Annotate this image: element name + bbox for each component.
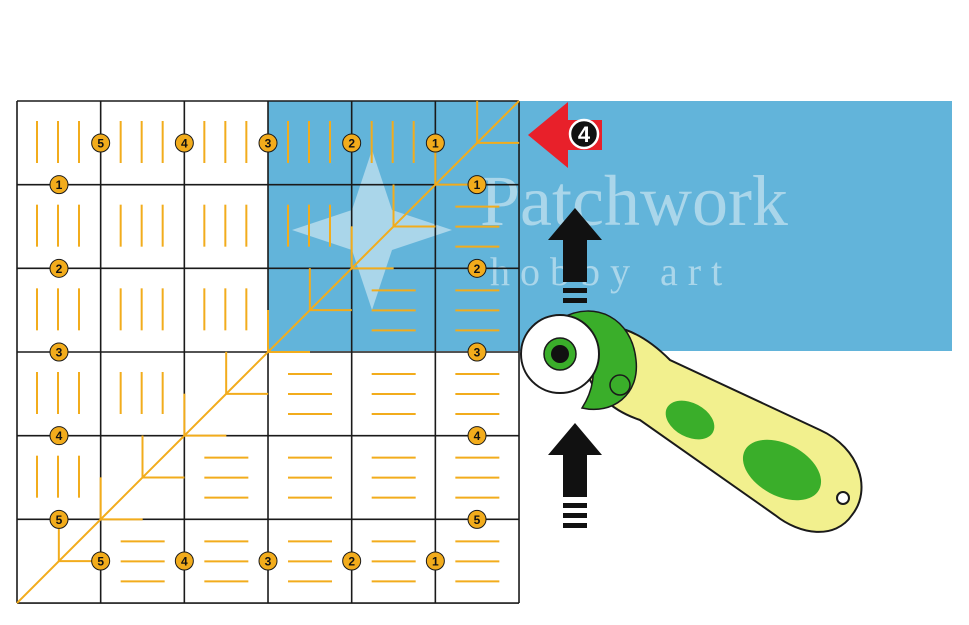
number-badge-label: 4	[181, 137, 188, 151]
number-badge-label: 4	[56, 429, 63, 443]
up-arrow-icon	[548, 423, 602, 528]
number-badge: 4	[49, 426, 69, 446]
number-badge-circle	[49, 342, 69, 362]
cut-direction-arrows	[548, 208, 602, 528]
number-badge: 1	[425, 551, 445, 571]
number-badge-label: 3	[56, 346, 63, 360]
number-badge-circle	[49, 509, 69, 529]
cutter-hub	[551, 345, 569, 363]
number-badge-circle	[467, 175, 487, 195]
step-number: 4	[578, 122, 591, 147]
watermark-star-icon	[292, 150, 452, 310]
watermark: Patchwork h o b b y a r t	[292, 150, 788, 310]
number-badge-circle	[342, 551, 362, 571]
rotary-cutter-icon	[520, 310, 863, 533]
number-badge: 5	[91, 551, 111, 571]
cutter-knob	[609, 374, 631, 396]
number-badge-label: 2	[348, 555, 355, 569]
number-badge-label: 2	[348, 137, 355, 151]
number-badge: 1	[49, 175, 69, 195]
step-arrow: 4	[528, 102, 602, 168]
number-badge-label: 1	[474, 178, 481, 192]
number-badge-label: 1	[432, 137, 439, 151]
number-badge: 4	[174, 551, 194, 571]
left-arrow-icon	[528, 102, 602, 168]
number-badge-label: 3	[265, 555, 272, 569]
number-badge: 5	[91, 133, 111, 153]
number-badge-label: 4	[181, 555, 188, 569]
ruler-number-badges: 5 4 3 2 1 5 4 3 2 1 1 2 3 4 5 1 2 3 4 5	[49, 133, 487, 571]
number-badge: 4	[467, 426, 487, 446]
number-badge-circle	[91, 551, 111, 571]
cutter-hang-hole	[836, 491, 850, 505]
cutter-grip-large	[742, 439, 822, 501]
ruler-diagonal-line	[16, 100, 520, 604]
number-badge: 3	[258, 551, 278, 571]
number-badge-label: 3	[265, 137, 272, 151]
number-badge: 3	[258, 133, 278, 153]
up-arrow-icon	[548, 208, 602, 303]
number-badge: 2	[467, 258, 487, 278]
number-badge-circle	[49, 175, 69, 195]
number-badge: 2	[342, 551, 362, 571]
number-badge-label: 1	[56, 178, 63, 192]
number-badge-circle	[174, 551, 194, 571]
number-badge-circle	[425, 551, 445, 571]
number-badge-label: 4	[474, 429, 481, 443]
number-badge-circle	[91, 133, 111, 153]
number-badge-circle	[342, 133, 362, 153]
number-badge: 5	[49, 509, 69, 529]
number-badge: 1	[467, 175, 487, 195]
number-badge: 1	[425, 133, 445, 153]
number-badge: 2	[342, 133, 362, 153]
ruler-markings	[36, 121, 500, 583]
number-badge-label: 5	[97, 555, 104, 569]
number-badge-circle	[467, 509, 487, 529]
number-badge-circle	[425, 133, 445, 153]
watermark-title: Patchwork	[480, 161, 788, 241]
number-badge-circle	[49, 258, 69, 278]
number-badge: 5	[467, 509, 487, 529]
number-badge-label: 3	[474, 346, 481, 360]
step-number-badge	[568, 118, 600, 150]
number-badge-circle	[467, 426, 487, 446]
number-badge-circle	[258, 551, 278, 571]
number-badge: 4	[174, 133, 194, 153]
number-badge-circle	[467, 258, 487, 278]
number-badge-label: 5	[97, 137, 104, 151]
number-badge-label: 5	[474, 513, 481, 527]
number-badge-label: 1	[432, 555, 439, 569]
number-badge-circle	[467, 342, 487, 362]
number-badge-circle	[174, 133, 194, 153]
cutter-grip-small	[665, 400, 715, 440]
number-badge-circle	[258, 133, 278, 153]
number-badge-label: 2	[474, 262, 481, 276]
number-badge-label: 5	[56, 513, 63, 527]
number-badge-label: 2	[56, 262, 63, 276]
number-badge-circle	[49, 426, 69, 446]
number-badge: 3	[49, 342, 69, 362]
number-badge: 2	[49, 258, 69, 278]
number-badge: 3	[467, 342, 487, 362]
watermark-subtitle: h o b b y a r t	[490, 249, 722, 294]
